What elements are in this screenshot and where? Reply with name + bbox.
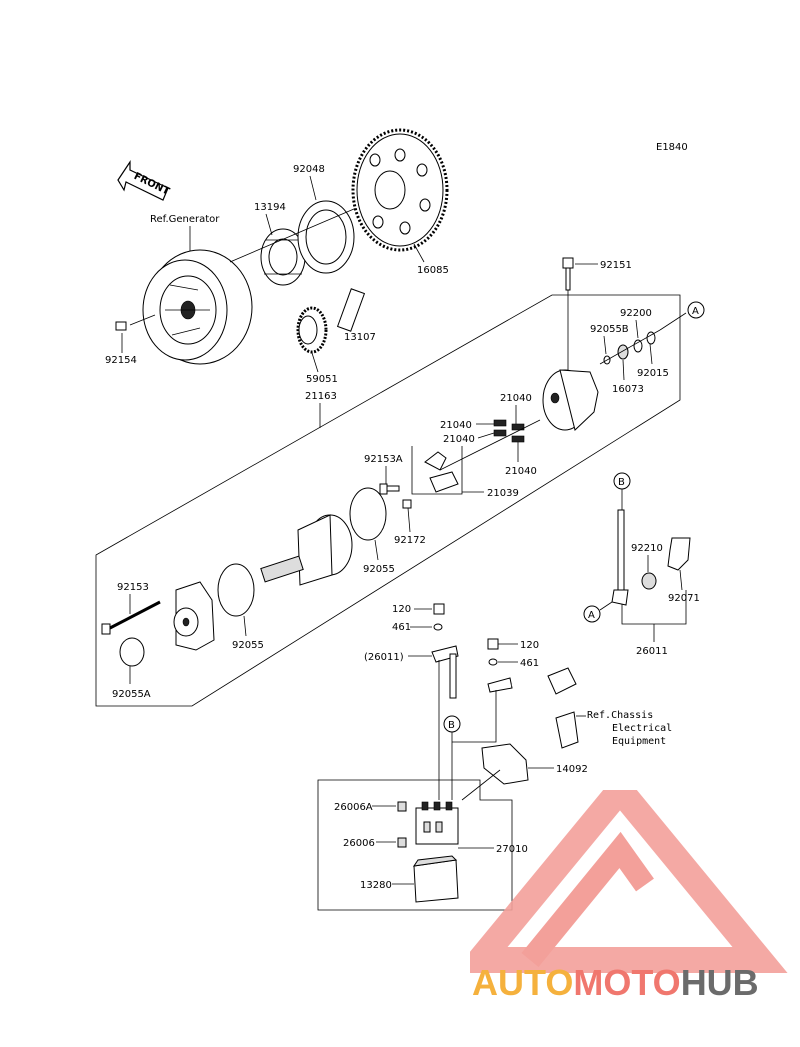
part-92071: 92071 — [668, 593, 700, 604]
part-26011: 26011 — [636, 646, 668, 657]
svg-text:A: A — [588, 610, 595, 621]
svg-text:B: B — [448, 720, 455, 731]
part-59051: 59051 — [306, 374, 338, 385]
part-13280: 13280 — [360, 880, 392, 891]
starter-motor-boundary — [95, 294, 681, 707]
washer-461-left — [433, 623, 443, 631]
bolt-92153 — [101, 600, 161, 635]
part-13107: 13107 — [344, 332, 376, 343]
fuse-26006A — [397, 801, 407, 812]
part-92055-front: 92055 — [232, 640, 264, 651]
nut-92210 — [641, 572, 657, 590]
part-21040-b: 21040 — [440, 420, 472, 431]
relay-case-13280 — [412, 855, 459, 903]
svg-text:A: A — [692, 306, 699, 317]
brand-moto: MOTO — [573, 962, 681, 1003]
washer-92048 — [297, 200, 355, 274]
part-92154: 92154 — [105, 355, 137, 366]
part-16073: 16073 — [612, 384, 644, 395]
one-way-clutch — [260, 228, 306, 286]
callout-b-bottom: B — [443, 715, 461, 733]
starter-gear — [351, 128, 449, 252]
idler-gear-59051 — [296, 306, 328, 354]
part-92210: 92210 — [631, 543, 663, 554]
brand-auto: AUTO — [472, 962, 574, 1003]
shaft-13107 — [336, 288, 366, 332]
part-92015: 92015 — [637, 368, 669, 379]
nut-92015 — [646, 331, 656, 345]
washer-92200 — [633, 339, 643, 353]
part-21040-c: 21040 — [443, 434, 475, 445]
part-21039: 21039 — [487, 488, 519, 499]
oring-92055-rear — [349, 487, 387, 541]
svg-text:B: B — [618, 477, 625, 488]
armature — [260, 514, 353, 586]
cable-segment-26011 — [431, 645, 459, 699]
oring-92055A — [119, 637, 145, 667]
part-21040-d: 21040 — [505, 466, 537, 477]
part-21040-a: 21040 — [500, 393, 532, 404]
rear-cover — [542, 369, 599, 431]
part-92153A: 92153A — [364, 454, 403, 465]
automotohub-logo — [470, 790, 788, 973]
brush-springs — [493, 419, 525, 443]
bolt-120-left — [433, 603, 445, 615]
part-461-right: 461 — [520, 658, 539, 669]
relay-boundary — [317, 779, 513, 911]
part-13194: 13194 — [254, 202, 286, 213]
bolt-92151 — [562, 257, 574, 291]
part-26006A: 26006A — [334, 802, 373, 813]
automotohub-wordmark: AUTOMOTOHUB — [472, 962, 759, 1004]
part-26011-ref: (26011) — [364, 652, 404, 663]
part-92048: 92048 — [293, 164, 325, 175]
screw-92153A — [379, 483, 400, 495]
part-26006: 26006 — [343, 838, 375, 849]
part-120-left: 120 — [392, 604, 411, 615]
part-92200: 92200 — [620, 308, 652, 319]
ref-chassis-line2: Electrical — [612, 723, 672, 734]
fuse-26006 — [397, 837, 407, 848]
generator-rotor — [142, 249, 253, 365]
part-92055B: 92055B — [590, 324, 629, 335]
ref-chassis-line1: Ref.Chassis — [587, 710, 653, 721]
bolt-92154 — [115, 321, 127, 331]
brush-holder — [424, 451, 459, 493]
part-120-right: 120 — [520, 640, 539, 651]
ref-chassis-line3: Equipment — [612, 736, 666, 747]
washer-461-right — [488, 658, 498, 666]
screw-92172 — [402, 499, 412, 509]
part-92055-rear: 92055 — [363, 564, 395, 575]
part-92055A: 92055A — [112, 689, 151, 700]
front-cover — [173, 581, 215, 651]
starter-relay — [415, 801, 459, 845]
part-27010: 27010 — [496, 844, 528, 855]
callout-a-top: A — [687, 301, 705, 319]
bolt-120-right — [487, 638, 499, 650]
brand-hub: HUB — [680, 962, 759, 1003]
part-461-left: 461 — [392, 622, 411, 633]
part-21163: 21163 — [305, 391, 337, 402]
diagram-code: E1840 — [656, 142, 688, 153]
nut-16073 — [617, 344, 629, 360]
starter-cable-26011: B A — [583, 472, 631, 623]
terminal-cap-92071 — [667, 537, 691, 571]
part-14092: 14092 — [556, 764, 588, 775]
ground-lead — [487, 667, 579, 749]
front-arrow-icon: FRONT — [117, 160, 171, 201]
part-92172: 92172 — [394, 535, 426, 546]
part-92153: 92153 — [117, 582, 149, 593]
ref-generator-label: Ref.Generator — [150, 214, 220, 225]
part-92151: 92151 — [600, 260, 632, 271]
oring-92055-front — [217, 563, 255, 617]
part-16085: 16085 — [417, 265, 449, 276]
relay-cover-14092 — [481, 743, 529, 785]
